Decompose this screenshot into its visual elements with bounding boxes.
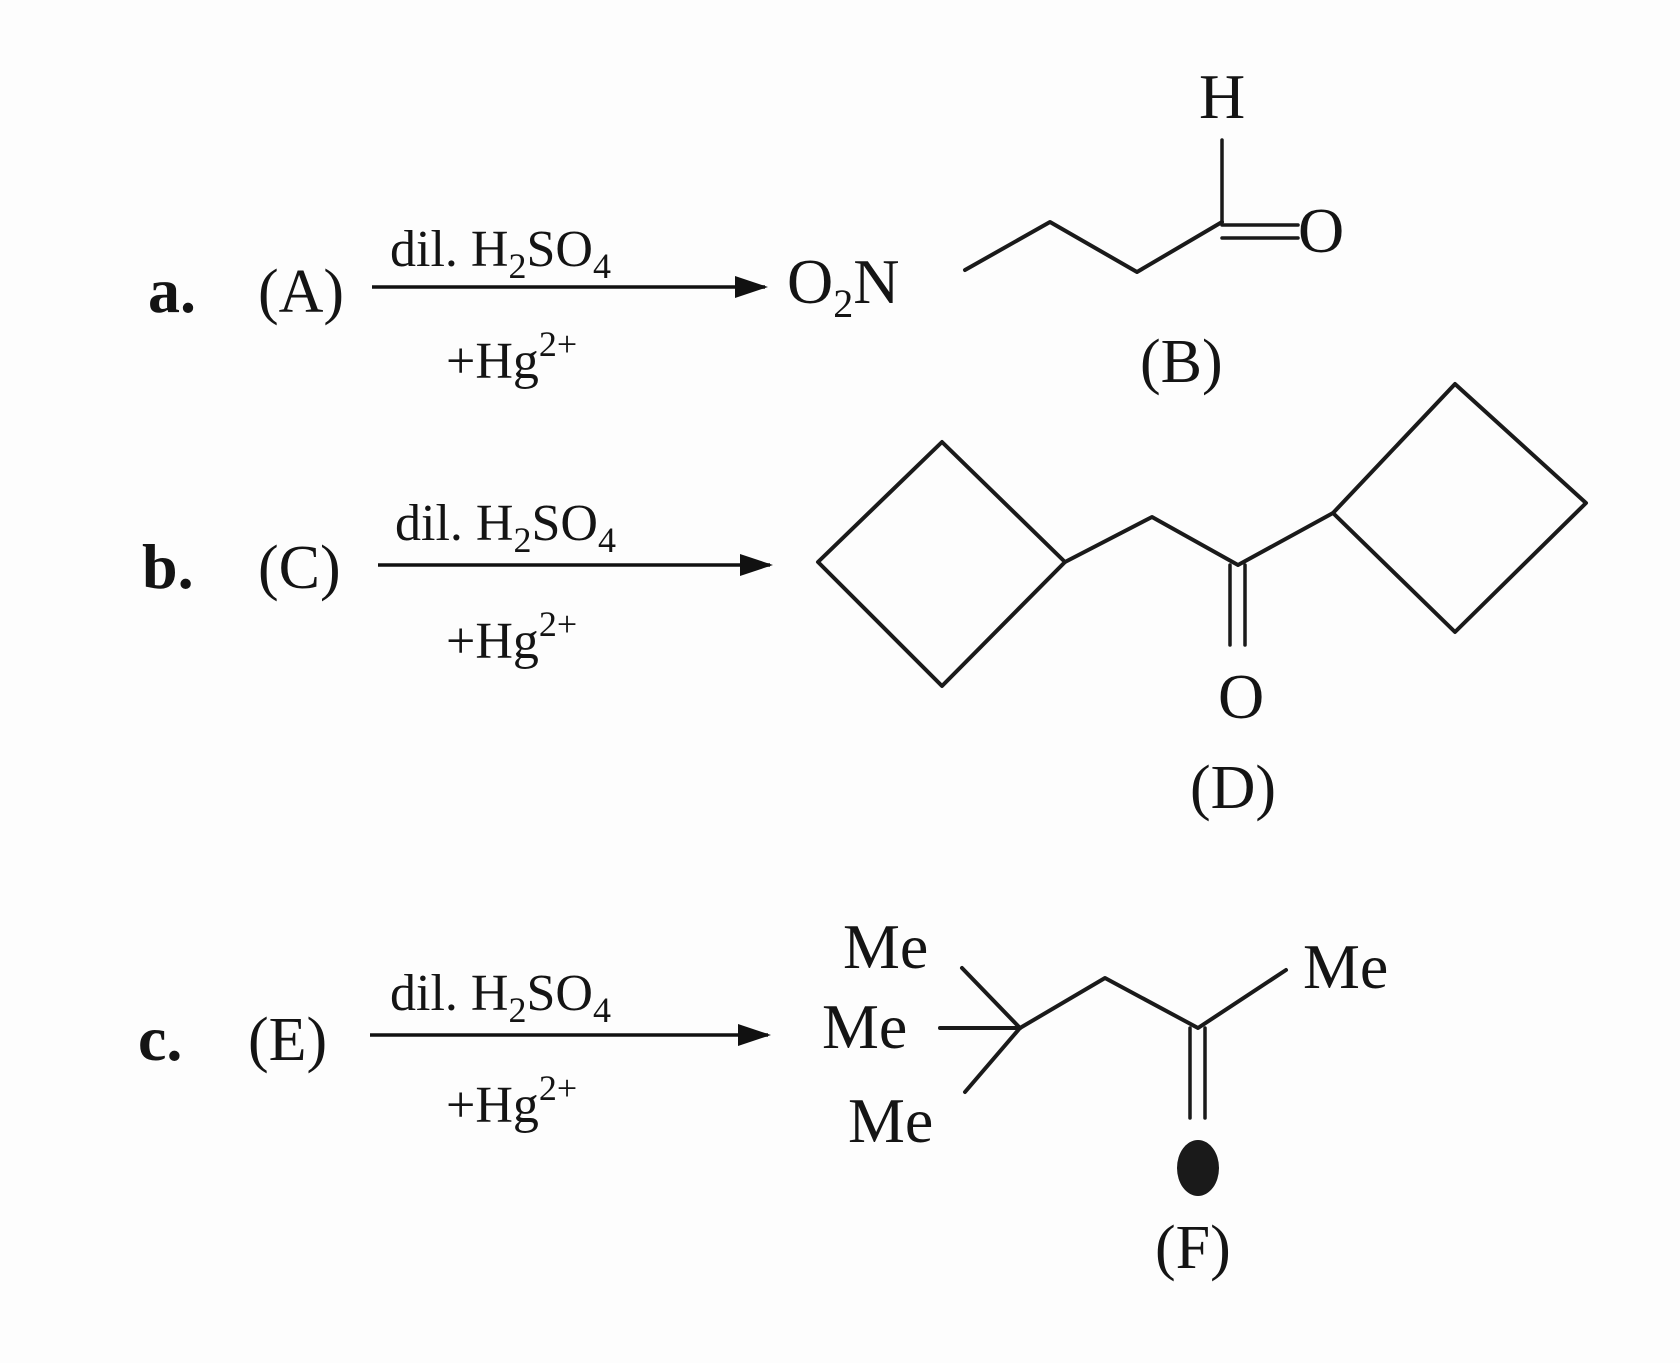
product-d-label: (D) bbox=[1190, 754, 1276, 822]
arrow-head-c bbox=[738, 1024, 771, 1046]
aldehyde-h-label: H bbox=[1199, 61, 1245, 132]
methyl-top-label: Me bbox=[843, 911, 928, 982]
reagent-c-top: dil. H2SO4 bbox=[390, 965, 611, 1030]
reagent-c-bottom: +Hg2+ bbox=[446, 1068, 577, 1134]
item-letter-c: c. bbox=[138, 1003, 182, 1074]
arrow-head-a bbox=[735, 276, 768, 298]
cyclobutane-ring-left bbox=[816, 440, 1067, 688]
arrow-head-b bbox=[740, 554, 773, 576]
methyl-mid-label: Me bbox=[822, 991, 907, 1062]
reagent-b-bottom: +Hg2+ bbox=[446, 604, 577, 670]
bond-me-bottom bbox=[963, 1026, 1022, 1094]
item-letter-a: a. bbox=[148, 255, 196, 326]
reaction-a: a. (A) dil. H2SO4 +Hg2+ O2N H O (B) bbox=[148, 61, 1344, 396]
bond-me-top bbox=[960, 966, 1022, 1030]
product-f-structure: Me Me Me Me bbox=[822, 911, 1388, 1196]
ketone-oxygen-dot bbox=[1177, 1140, 1219, 1196]
methyl-bottom-label: Me bbox=[848, 1085, 933, 1156]
reaction-c: c. (E) dil. H2SO4 +Hg2+ Me Me Me Me (F) bbox=[138, 911, 1388, 1282]
reagent-b-top: dil. H2SO4 bbox=[395, 495, 616, 560]
aldehyde-o-label: O bbox=[1298, 195, 1344, 266]
item-letter-b: b. bbox=[142, 531, 194, 602]
reaction-b: b. (C) dil. H2SO4 +Hg2+ O (D) bbox=[142, 382, 1588, 822]
carbon-chain-d bbox=[1063, 511, 1335, 567]
reactant-c-label: (C) bbox=[258, 534, 341, 602]
product-d-structure: O bbox=[816, 382, 1588, 732]
nitro-group-label: O2N bbox=[787, 246, 899, 326]
methyl-right-label: Me bbox=[1303, 931, 1388, 1002]
reactant-a-label: (A) bbox=[258, 258, 344, 326]
reagent-a-top: dil. H2SO4 bbox=[390, 221, 611, 286]
reactant-e-label: (E) bbox=[248, 1006, 327, 1074]
ketone-o-label: O bbox=[1218, 661, 1264, 732]
cyclobutane-ring-right bbox=[1331, 382, 1588, 634]
product-b-structure: O2N H O bbox=[787, 61, 1344, 326]
reagent-a-bottom: +Hg2+ bbox=[446, 324, 577, 390]
carbon-chain-b bbox=[963, 220, 1224, 274]
product-f-label: (F) bbox=[1155, 1214, 1231, 1282]
carbon-chain-f bbox=[1018, 968, 1288, 1030]
product-b-label: (B) bbox=[1140, 328, 1223, 396]
